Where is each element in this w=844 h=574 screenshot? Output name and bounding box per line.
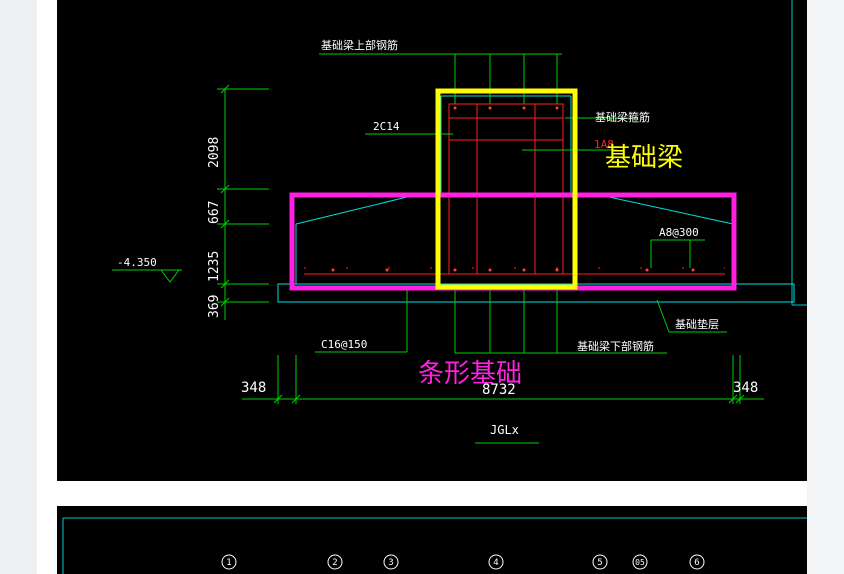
axis-label: 2 [332, 558, 337, 568]
dim-left: 348 [241, 380, 266, 396]
axis-bubbles [221, 554, 705, 570]
label-stirrup-spec: 1A8 [594, 138, 614, 151]
section-name: JGLx [490, 423, 519, 437]
cad-drawing-axis-plan[interactable]: 1 2 3 4 5 05 6 [57, 506, 807, 574]
label-stirrup: 基础梁箍筋 [595, 110, 650, 124]
label-side-bars: 2C14 [373, 120, 400, 133]
axis-label: 6 [694, 558, 699, 568]
dim-right: 348 [733, 380, 758, 396]
cad-drawing-section[interactable]: 基础梁上部钢筋 基础梁箍筋 2C14 A8@300 -4.350 C16@150… [57, 0, 807, 481]
annotation-strip-foundation: 条形基础 [418, 359, 522, 389]
dimension-ticks [220, 84, 745, 404]
label-cushion: 基础垫层 [675, 317, 719, 331]
axis-label: 1 [226, 558, 231, 568]
vertical-dim: 1235 [207, 251, 222, 282]
foundation-beam-highlight[interactable] [435, 88, 578, 290]
label-distribution-bars: A8@300 [659, 226, 699, 239]
label-beam-bottom-rebar: 基础梁下部钢筋 [577, 339, 654, 353]
vertical-dim: 2098 [207, 137, 222, 168]
axis-label: 4 [493, 558, 498, 568]
rebar-dots [331, 106, 695, 272]
label-elevation: -4.350 [117, 256, 157, 269]
axis-label: 05 [635, 558, 645, 567]
axis-label: 3 [388, 558, 393, 568]
label-bottom-bars: C16@150 [321, 338, 367, 351]
foundation-outline [277, 95, 795, 303]
dim-total: 8732 [482, 382, 516, 398]
vertical-dim: 667 [207, 201, 222, 224]
axis-label: 5 [597, 558, 602, 568]
annotation-foundation-beam: 基础梁 [605, 143, 683, 173]
label-top-rebar: 基础梁上部钢筋 [321, 38, 398, 52]
left-gutter [0, 0, 37, 574]
rebar-cage [304, 103, 725, 275]
vertical-dim: 369 [207, 295, 222, 318]
